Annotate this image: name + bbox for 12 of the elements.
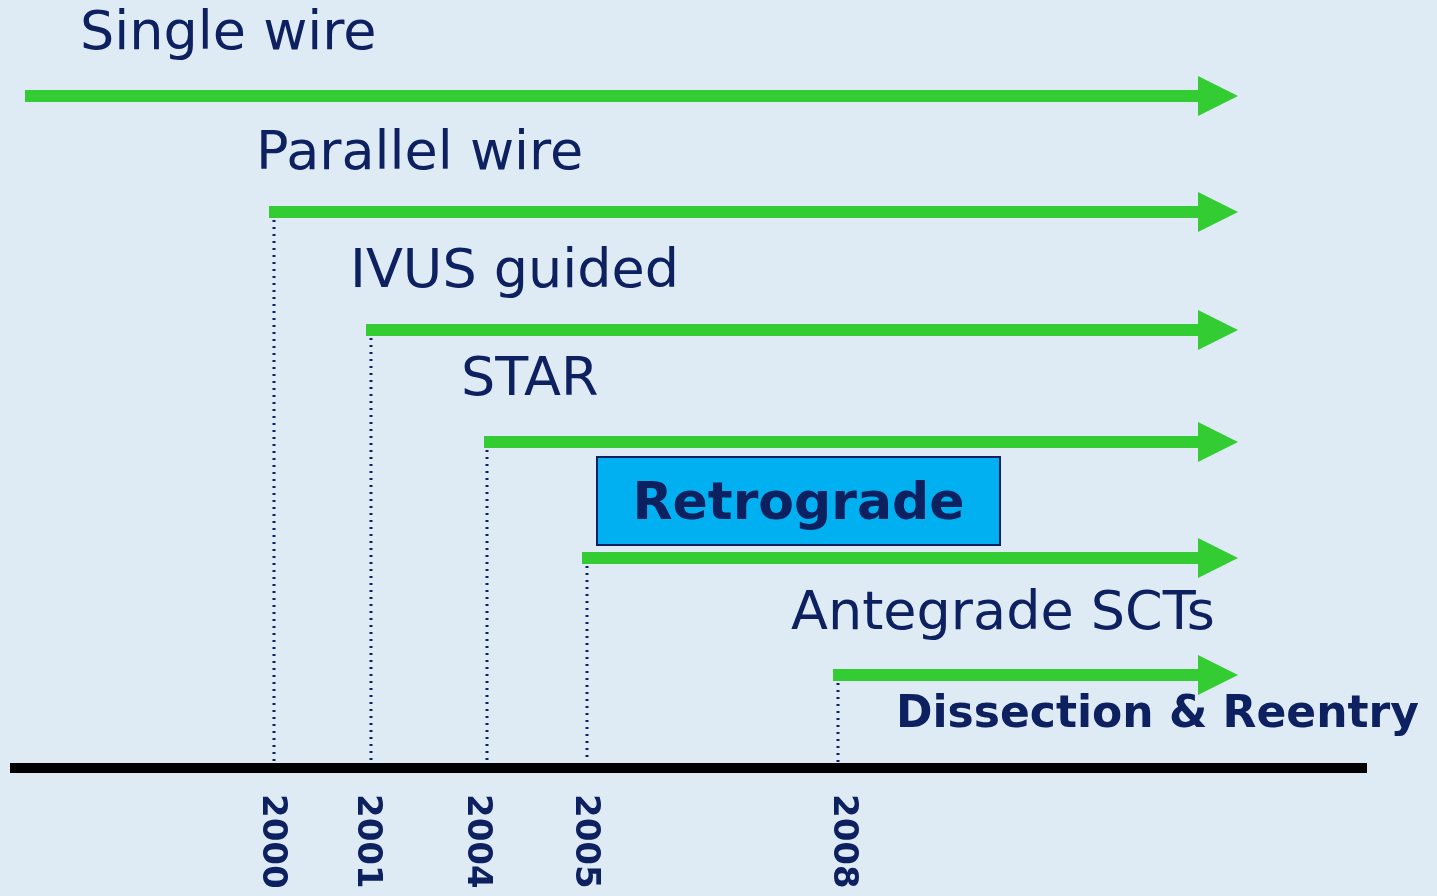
timeline-label: IVUS guided <box>350 242 680 296</box>
year-label: 2008 <box>829 794 863 889</box>
year-label: 2000 <box>258 794 292 889</box>
year-label: 2005 <box>571 794 605 889</box>
year-label: 2001 <box>353 794 387 889</box>
timeline-label: Single wire <box>80 4 377 58</box>
timeline-label: Parallel wire <box>256 124 584 178</box>
timeline-label: Dissection & Reentry <box>896 690 1419 734</box>
highlight-box: Retrograde <box>596 456 1001 546</box>
timeline-label: Antegrade SCTs <box>791 584 1215 638</box>
year-label: 2004 <box>463 794 497 889</box>
timeline-label: STAR <box>461 350 599 404</box>
